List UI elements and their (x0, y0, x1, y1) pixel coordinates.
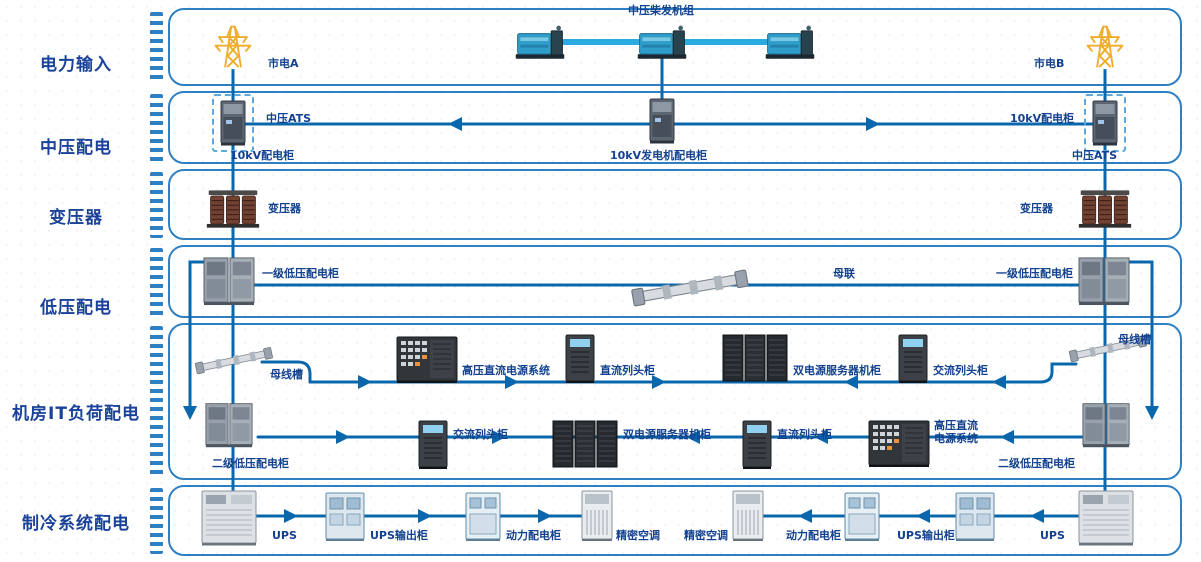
dc-rowhead-top-icon (565, 334, 595, 384)
lane-mv-distribution (168, 91, 1182, 164)
generator-switchgear-icon (649, 98, 675, 144)
switchgear-left-label: 10kV配电柜 (230, 149, 295, 162)
lane-label-transformer: 变压器 (49, 208, 103, 228)
mv-switchgear-right-icon (1092, 100, 1118, 146)
busway-left-label: 母线槽 (270, 368, 303, 381)
servers-top-label: 双电源服务器机柜 (793, 364, 881, 377)
ats-right-label: 中压ATS (1072, 149, 1118, 162)
lane-it-load (168, 323, 1182, 480)
crac-left-label: 精密空调 (616, 529, 660, 542)
transformer-right-icon (1077, 188, 1133, 230)
lane-hash-marks (150, 12, 163, 82)
ups-output-right-icon (955, 492, 995, 542)
lv-panel-left-label: 一级低压配电柜 (262, 267, 339, 280)
lane-transformer (168, 169, 1182, 240)
transformer-left-label: 变压器 (268, 202, 301, 215)
utility-b-label: 市电B (1034, 57, 1065, 70)
ups-output-right-label: UPS输出柜 (897, 529, 955, 542)
lane-label-mv-distribution: 中压配电 (40, 138, 112, 158)
ats-dashed-box-right (1084, 94, 1126, 152)
crac-right-label: 精密空调 (684, 529, 728, 542)
lane-label-cooling: 制冷系统配电 (22, 514, 130, 534)
lane-label-power-input: 电力输入 (40, 55, 112, 75)
busway-right-label: 母线槽 (1118, 333, 1151, 346)
lane-hash-marks (150, 326, 163, 476)
power-panel-left-label: 动力配电柜 (506, 529, 561, 542)
utility-tower-a-icon (207, 18, 259, 70)
diesel-generator-icon (634, 22, 690, 62)
mv-switchgear-left-icon (220, 100, 246, 146)
dc-rowhead-bottom-icon (742, 420, 772, 470)
dc-rowhead-bottom-label: 直流列头柜 (777, 428, 832, 441)
ups-left-label: UPS (272, 529, 297, 542)
lv2-panel-left-label: 二级低压配电柜 (212, 457, 289, 470)
power-panel-right-label: 动力配电柜 (786, 529, 841, 542)
hvdc-system-top-icon (396, 336, 458, 384)
diesel-generator-icon (762, 22, 818, 62)
switchgear-right-label: 10kV配电柜 (1010, 112, 1075, 125)
ac-rowhead-bottom-label: 交流列头柜 (453, 428, 508, 441)
crac-right-icon (732, 490, 764, 542)
lane-hash-marks (150, 488, 163, 554)
server-racks-bottom-icon (552, 420, 618, 470)
server-racks-top-icon (722, 334, 788, 384)
utility-tower-b-icon (1079, 18, 1131, 70)
utility-a-label: 市电A (268, 57, 299, 70)
transformer-left-icon (205, 188, 261, 230)
lane-cooling (168, 485, 1182, 556)
lane-power-input (168, 8, 1182, 86)
power-panel-right-icon (844, 492, 880, 542)
ups-left-icon (201, 490, 257, 546)
lv2-panel-left-icon (205, 398, 253, 452)
power-panel-left-icon (465, 492, 501, 542)
ats-dashed-box-left (212, 94, 254, 152)
lv-panel-right-label: 一级低压配电柜 (996, 267, 1073, 280)
ac-rowhead-top-label: 交流列头柜 (933, 364, 988, 377)
hvdc-system-bottom-icon (868, 420, 930, 468)
ups-right-icon (1078, 490, 1134, 546)
generator-group-label: 中压柴发机组 (628, 4, 694, 17)
ac-rowhead-top-icon (898, 334, 928, 384)
lv-panel-left-icon (203, 256, 255, 306)
ats-left-label: 中压ATS (266, 112, 312, 125)
lane-label-it-load: 机房IT负荷配电 (12, 404, 140, 424)
lane-hash-marks (150, 94, 163, 162)
hvdc-top-label: 高压直流电源系统 (462, 364, 550, 377)
ac-rowhead-bottom-icon (418, 420, 448, 470)
transformer-right-label: 变压器 (1020, 202, 1053, 215)
lv2-panel-right-icon (1082, 398, 1130, 452)
lv-panel-right-icon (1078, 256, 1130, 306)
crac-left-icon (581, 490, 613, 542)
lane-hash-marks (150, 172, 163, 238)
hvdc-bottom-label: 高压直流 电源系统 (934, 419, 978, 445)
dc-rowhead-top-label: 直流列头柜 (600, 364, 655, 377)
lane-lv-distribution (168, 245, 1182, 318)
ups-output-left-label: UPS输出柜 (370, 529, 428, 542)
diesel-generator-icon (512, 22, 568, 62)
ups-output-left-icon (325, 492, 365, 542)
servers-bottom-label: 双电源服务器机柜 (623, 428, 711, 441)
ups-right-label: UPS (1040, 529, 1065, 542)
lv2-panel-right-label: 二级低压配电柜 (998, 457, 1075, 470)
generator-switchgear-label: 10kV发电机配电柜 (610, 149, 708, 162)
flow-arrows (183, 117, 1159, 523)
lane-hash-marks (150, 248, 163, 316)
lane-label-lv-distribution: 低压配电 (40, 298, 112, 318)
bus-tie-label: 母联 (833, 267, 855, 280)
